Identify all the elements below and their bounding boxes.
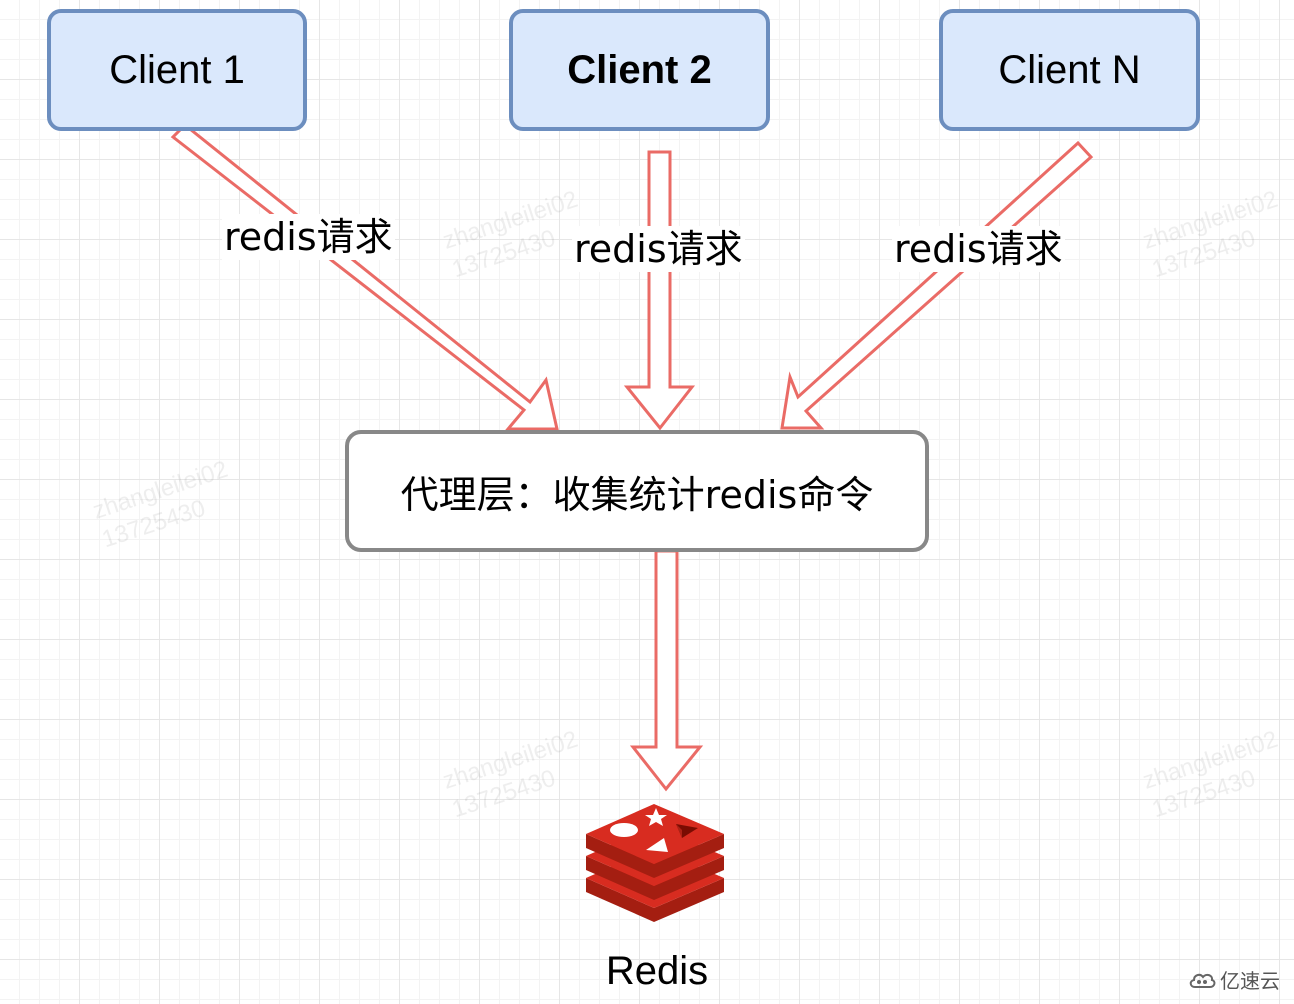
client-label: Client N <box>998 47 1141 92</box>
arrow-client1-to-proxy <box>170 122 559 431</box>
edge-label-clientn: redis请求 <box>892 226 1065 272</box>
brand-label: 亿速云 <box>1220 969 1280 993</box>
edge-label-client2: redis请求 <box>572 226 745 272</box>
arrow-proxy-to-redis <box>629 549 704 792</box>
arrow-client2-to-proxy <box>623 150 696 431</box>
arrow-clientn-to-proxy <box>780 140 1094 430</box>
client-n-box[interactable]: Client N <box>939 9 1200 131</box>
proxy-label: 代理层：收集统计redis命令 <box>400 472 874 517</box>
redis-logo-icon <box>586 804 724 922</box>
client-label: Client 1 <box>109 47 245 92</box>
client-1-box[interactable]: Client 1 <box>47 9 307 131</box>
brand-watermark: 亿速云 <box>1188 965 1280 994</box>
redis-label: Redis <box>605 949 709 993</box>
proxy-layer-box[interactable]: 代理层：收集统计redis命令 <box>345 430 929 552</box>
cloud-logo-icon <box>1189 973 1216 988</box>
client-2-box[interactable]: Client 2 <box>509 9 770 131</box>
edge-label-client1: redis请求 <box>222 214 395 260</box>
client-label: Client 2 <box>567 47 712 92</box>
